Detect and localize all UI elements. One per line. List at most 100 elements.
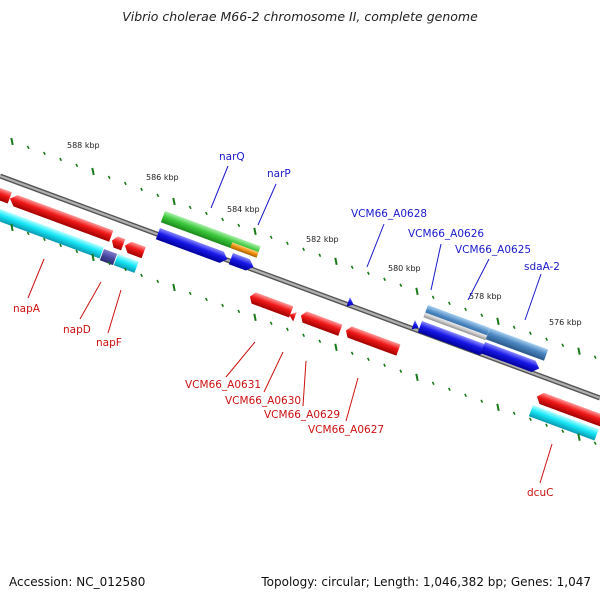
lower-scale-ticks [10, 223, 597, 445]
lower-scale-tick [75, 249, 79, 254]
label-VCM66_A0631[interactable]: VCM66_A0631 [185, 379, 261, 391]
upper-scale-tick [10, 137, 14, 146]
lower-scale-tick [480, 399, 484, 404]
upper-scale-tick [577, 347, 581, 355]
gene-VCM66_A0631 [249, 292, 294, 318]
upper-scale-tick [464, 307, 468, 312]
gene-VCM66_A0629 [300, 311, 343, 336]
scale-label-578: 578 kbp [469, 292, 502, 301]
lower-scale-tick [59, 243, 63, 248]
upper-scale-tick [59, 157, 63, 162]
lower-scale-tick [107, 261, 111, 266]
lower-scale-tick [383, 363, 387, 368]
lower-scale-tick [302, 333, 306, 338]
lower-scale-tick [334, 343, 338, 351]
gene-narQ-cds [155, 228, 228, 263]
forward-genes [155, 211, 549, 372]
upper-scale-tick [318, 253, 322, 258]
lower-scale-tick [42, 237, 46, 242]
accession-text: Accession: NC_012580 [9, 575, 146, 589]
map-title: Vibrio cholerae M66-2 chromosome II, com… [122, 9, 478, 24]
lower-scale-tick [528, 417, 532, 421]
upper-scale-tick [107, 175, 111, 180]
lower-scale-tick [431, 381, 435, 386]
label-VCM66_A0630[interactable]: VCM66_A0630 [225, 395, 301, 407]
lower-scale-tick [172, 283, 176, 292]
upper-scale-tick [204, 211, 208, 216]
gene-left-red [0, 188, 12, 204]
reverse-genes [0, 188, 600, 441]
upper-scale-tick [480, 313, 484, 318]
upper-scale-tick [123, 181, 127, 186]
upper-scale-tick [350, 265, 354, 270]
upper-scale-tick [383, 277, 387, 282]
forward-label-leaders [210, 165, 542, 321]
scale-label-584: 584 kbp [227, 205, 260, 214]
lower-scale-tick [221, 303, 225, 308]
upper-scale-tick [431, 295, 435, 300]
upper-scale-ticks [10, 137, 597, 359]
upper-scale-tick [399, 283, 403, 288]
scale-label-586: 586 kbp [146, 173, 179, 182]
scale-label-582: 582 kbp [306, 235, 339, 244]
gene-narP-cds [228, 253, 254, 271]
reverse-label-leaders [27, 258, 553, 484]
lower-scale-tick [366, 357, 370, 362]
gene-VCM66_A0628 [346, 297, 354, 307]
lower-scale-tick [512, 411, 516, 416]
lower-scale-tick [91, 253, 95, 262]
label-sdaA-2[interactable]: sdaA-2 [524, 261, 560, 273]
lower-scale-tick [399, 369, 403, 374]
gene-narQ [160, 211, 261, 258]
lower-scale-tick [237, 309, 241, 314]
upper-scale-tick [140, 187, 144, 192]
lower-scale-tick [464, 393, 468, 398]
label-VCM66_A0628[interactable]: VCM66_A0628 [351, 208, 427, 220]
label-VCM66_A0625[interactable]: VCM66_A0625 [455, 244, 531, 256]
lower-scale-tick [350, 351, 354, 356]
label-VCM66_A0627[interactable]: VCM66_A0627 [308, 424, 384, 436]
scale-label-588: 588 kbp [67, 141, 100, 150]
label-dcuC[interactable]: dcuC [527, 487, 553, 499]
label-napA[interactable]: napA [13, 303, 41, 315]
gene-VCM66_A0625 [423, 305, 490, 341]
lower-scale-tick [318, 339, 322, 344]
lower-scale-tick [496, 403, 500, 411]
lower-scale-tick [561, 429, 565, 433]
lower-scale-tick [593, 441, 597, 445]
upper-scale-tick [334, 257, 338, 265]
upper-scale-tick [545, 337, 549, 341]
gene-sdaA-2 [485, 328, 549, 361]
lower-scale-tick [156, 279, 160, 284]
scale-label-576: 576 kbp [549, 318, 582, 327]
gene-napD-cyan [99, 249, 118, 266]
gene-dcuC-red [536, 392, 600, 427]
label-VCM66_A0629[interactable]: VCM66_A0629 [264, 409, 340, 421]
upper-scale-tick [172, 197, 176, 206]
gene-napA-red [9, 195, 114, 242]
upper-scale-tick [496, 317, 500, 325]
genome-summary: Topology: circular; Length: 1,046,382 bp… [261, 575, 591, 589]
label-napD[interactable]: napD [63, 324, 91, 336]
lower-scale-tick [204, 297, 208, 302]
lower-scale-tick [140, 273, 144, 278]
label-narP[interactable]: narP [267, 168, 291, 180]
upper-scale-tick [91, 167, 95, 176]
upper-scale-tick [269, 235, 273, 240]
upper-scale-tick [512, 325, 516, 330]
upper-scale-tick [528, 331, 532, 335]
gene-napF-cyan [113, 254, 139, 273]
lower-scale-tick [123, 267, 127, 272]
lower-scale-tick [269, 321, 273, 326]
upper-scale-tick [188, 205, 192, 210]
lower-scale-tick [447, 387, 451, 392]
gene-napF-red [124, 241, 146, 259]
upper-scale-tick [302, 247, 306, 252]
gene-napD-red [111, 236, 126, 251]
upper-scale-tick [285, 241, 289, 246]
label-narQ[interactable]: narQ [219, 151, 245, 163]
label-VCM66_A0626[interactable]: VCM66_A0626 [408, 228, 484, 240]
lower-scale-tick [10, 223, 14, 232]
label-napF[interactable]: napF [96, 337, 122, 349]
